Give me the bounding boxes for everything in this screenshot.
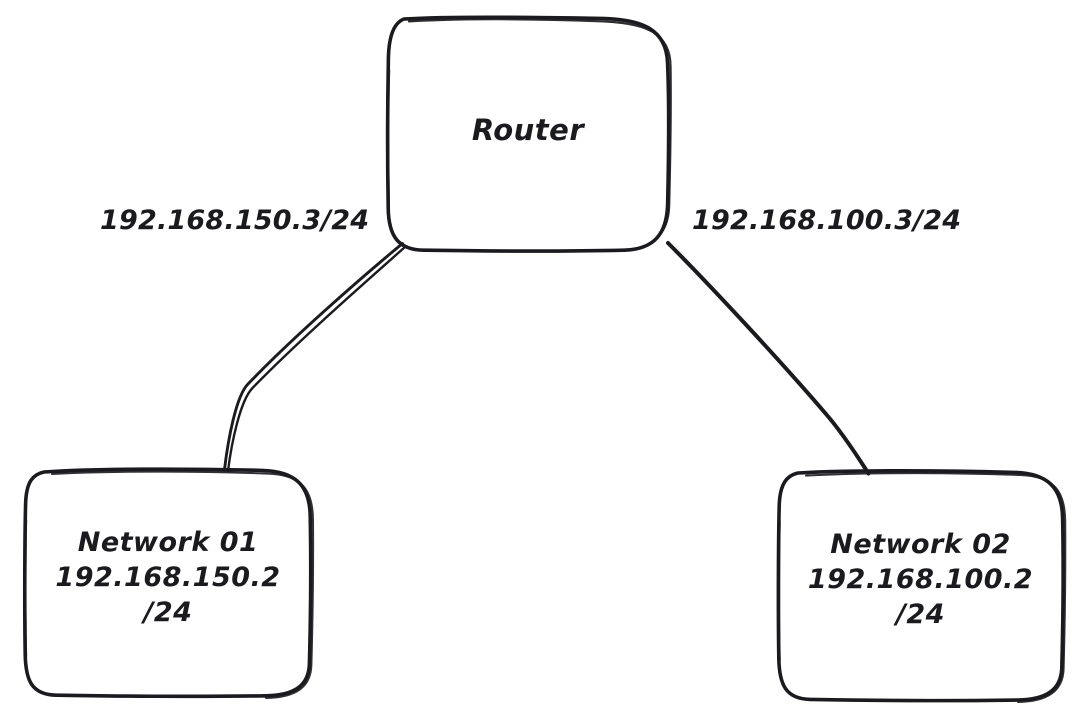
edge-router-network-01[interactable]: [223, 242, 407, 473]
edge-router-network-02[interactable]: [666, 241, 871, 476]
network-01-node-shape[interactable]: [22, 467, 315, 699]
router-node-shape[interactable]: [385, 15, 672, 253]
network-02-node-shape[interactable]: [776, 469, 1067, 703]
